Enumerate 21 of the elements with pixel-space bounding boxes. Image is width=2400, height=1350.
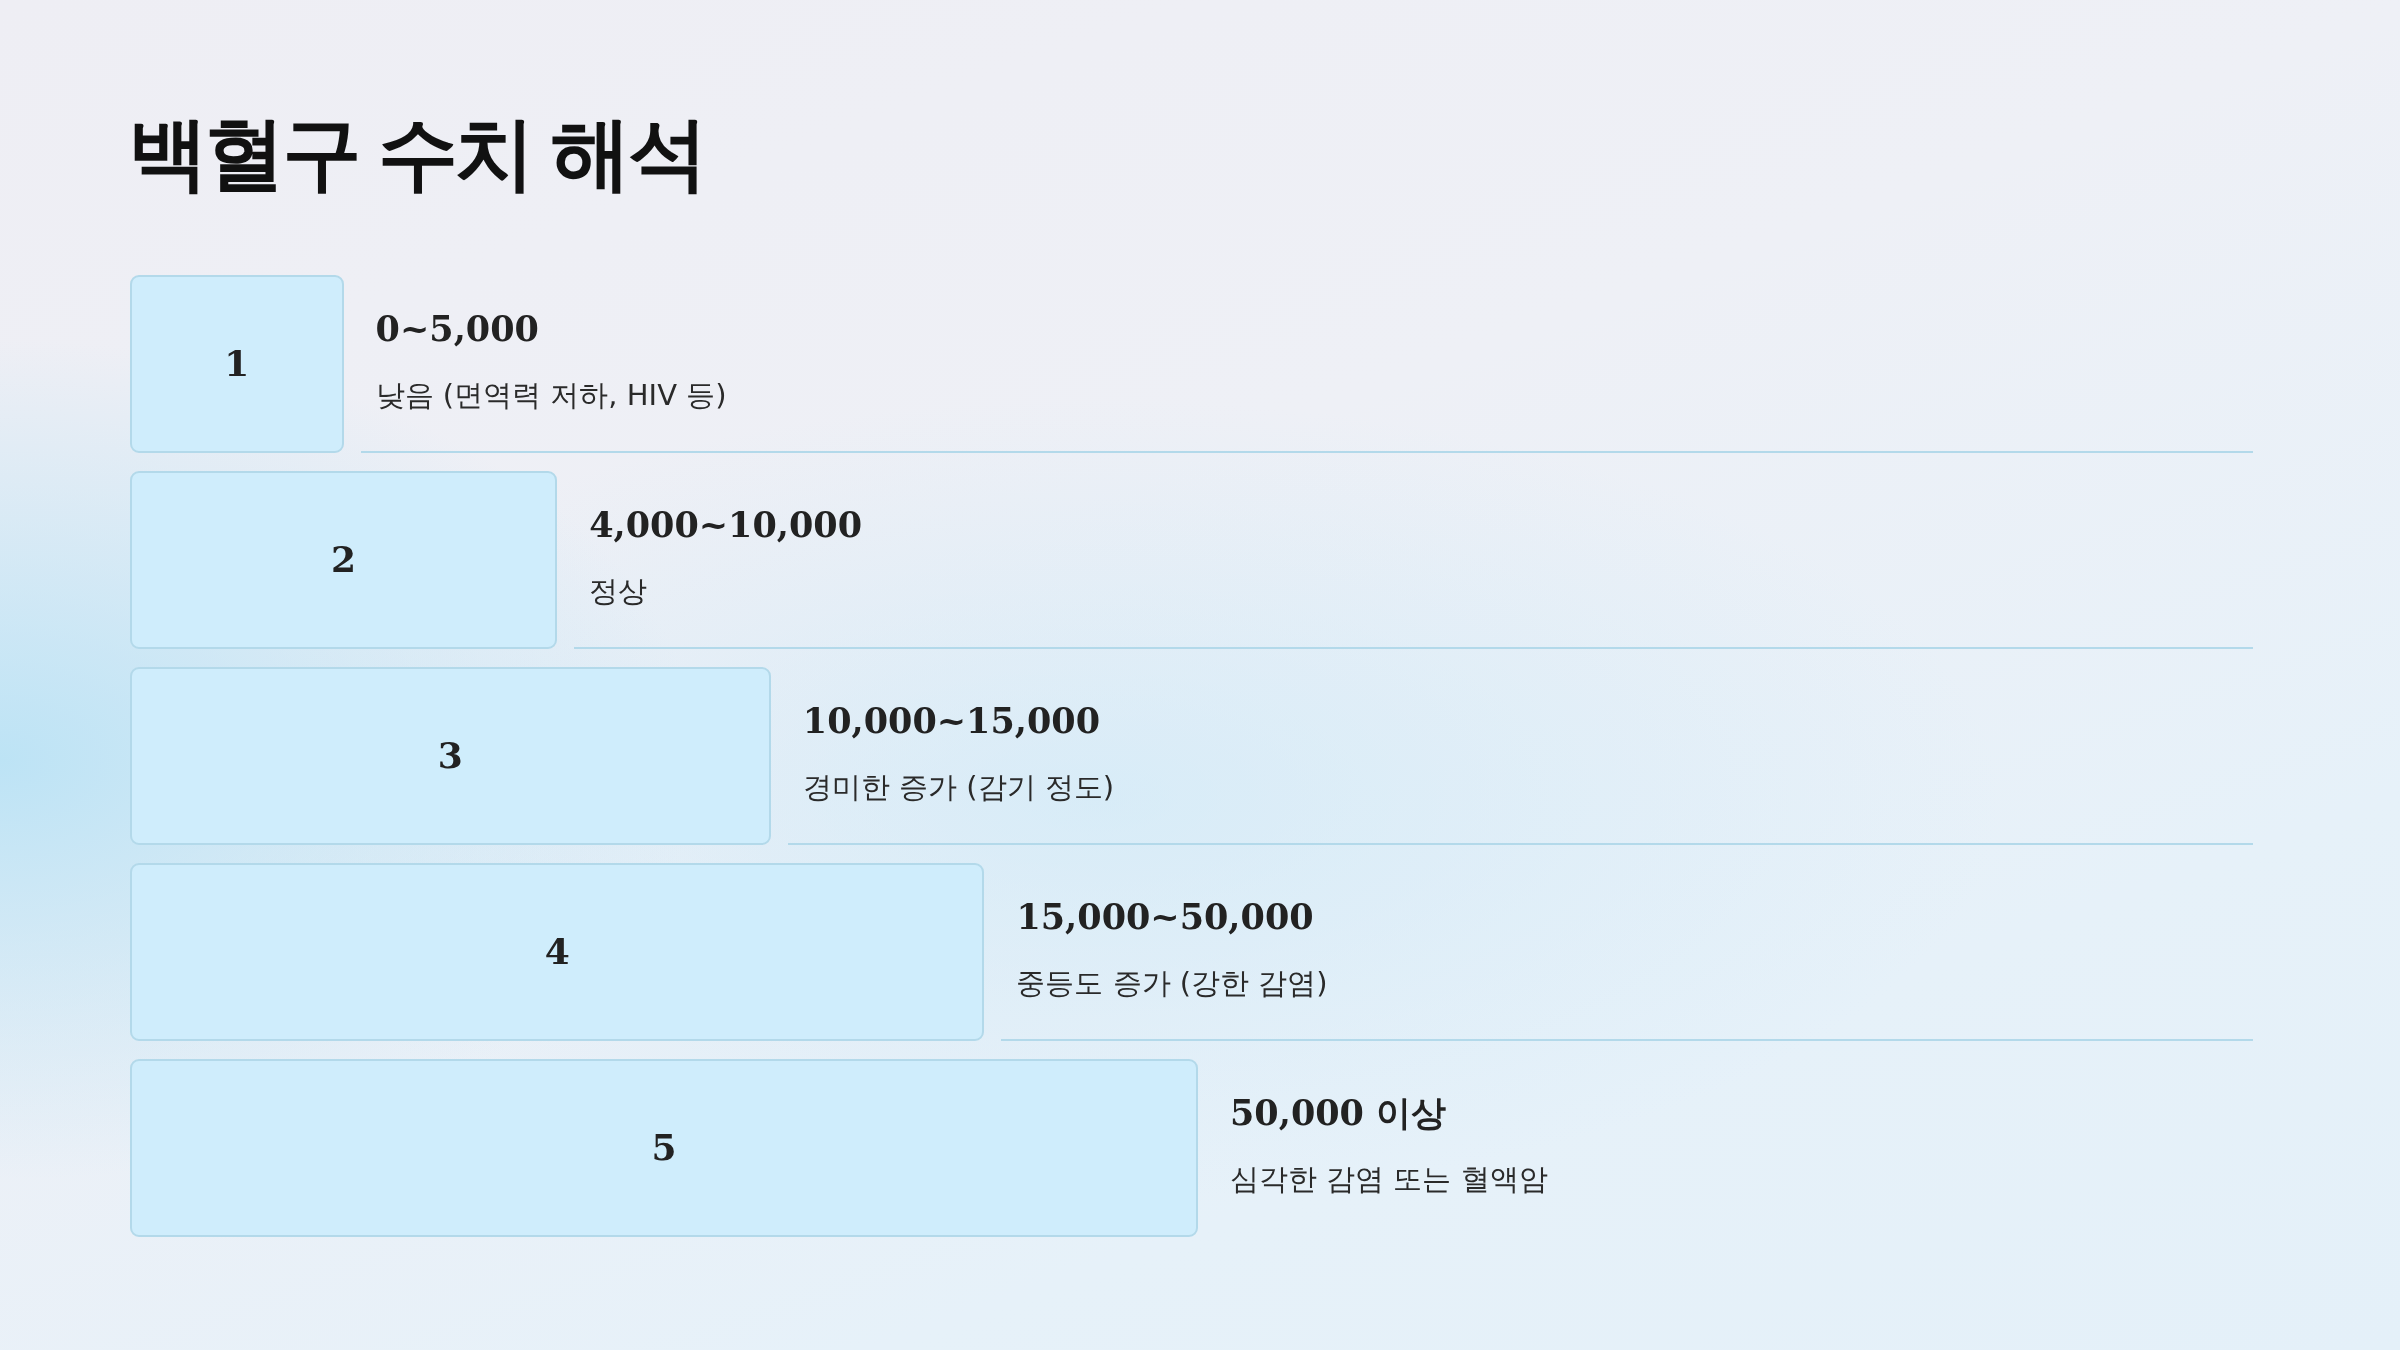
range-value: 15,000~50,000 — [1016, 896, 1314, 938]
level-number: 5 — [651, 1126, 677, 1170]
level-number: 4 — [544, 930, 570, 974]
range-description: 정상 — [589, 573, 648, 610]
level-box — [130, 1059, 1198, 1237]
title: 백혈구 수치 해석 — [128, 108, 706, 200]
level-box — [130, 275, 344, 453]
range-description: 심각한 감염 또는 혈액암 — [1230, 1161, 1548, 1198]
level-box — [130, 667, 771, 845]
level-number: 3 — [437, 734, 463, 778]
range-description: 경미한 증가 (감기 정도) — [802, 769, 1115, 806]
level-box — [130, 863, 985, 1041]
range-description: 중등도 증가 (강한 감염) — [1016, 965, 1328, 1002]
level-number: 1 — [224, 342, 250, 386]
level-box — [130, 471, 558, 649]
range-value: 50,000 이상 — [1230, 1092, 1447, 1134]
range-value: 0~5,000 — [375, 308, 539, 350]
range-value: 10,000~15,000 — [802, 700, 1101, 742]
range-value: 4,000~10,000 — [589, 504, 863, 546]
range-description: 낮음 (면역력 저하, HIV 등) — [375, 377, 727, 414]
level-number: 2 — [331, 538, 357, 582]
